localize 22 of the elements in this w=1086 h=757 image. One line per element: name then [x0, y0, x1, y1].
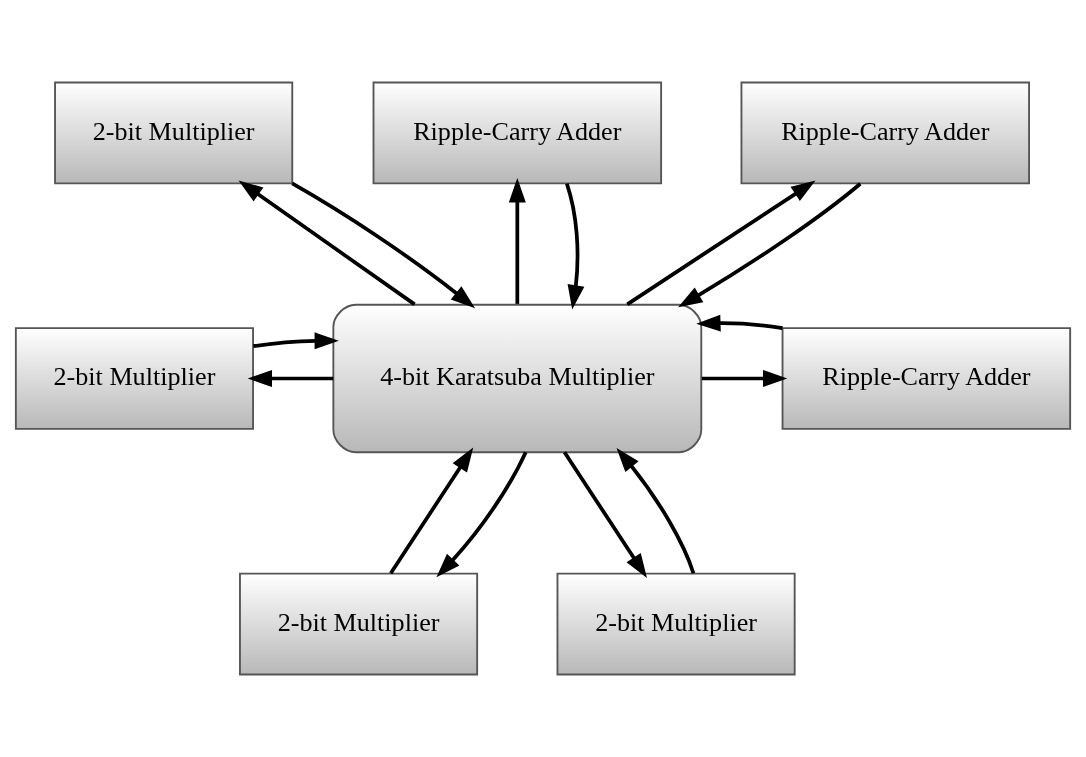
arrow	[616, 447, 696, 574]
arrow	[696, 314, 783, 332]
arrow	[508, 178, 526, 304]
arrow	[389, 447, 474, 575]
arrow	[291, 181, 476, 309]
arrow	[436, 451, 528, 578]
arrow	[562, 451, 647, 578]
node-box: 2-bit Multiplier	[14, 327, 254, 430]
node-box: Ripple-Carry Adder	[781, 327, 1072, 430]
arrow	[565, 183, 585, 310]
node-box: 4-bit Karatsuba Multiplier	[332, 303, 703, 454]
arrow	[238, 180, 416, 306]
node-box: 2-bit Multiplier	[239, 572, 479, 676]
arrow	[253, 332, 339, 350]
node-box: Ripple-Carry Adder	[372, 81, 663, 185]
arrow	[701, 370, 788, 387]
node-box: 2-bit Multiplier	[54, 81, 294, 185]
node-box: Ripple-Carry Adder	[740, 81, 1030, 185]
arrow	[247, 370, 334, 387]
arrow	[678, 182, 862, 308]
arrow	[626, 180, 816, 306]
node-box: 2-bit Multiplier	[556, 572, 796, 676]
